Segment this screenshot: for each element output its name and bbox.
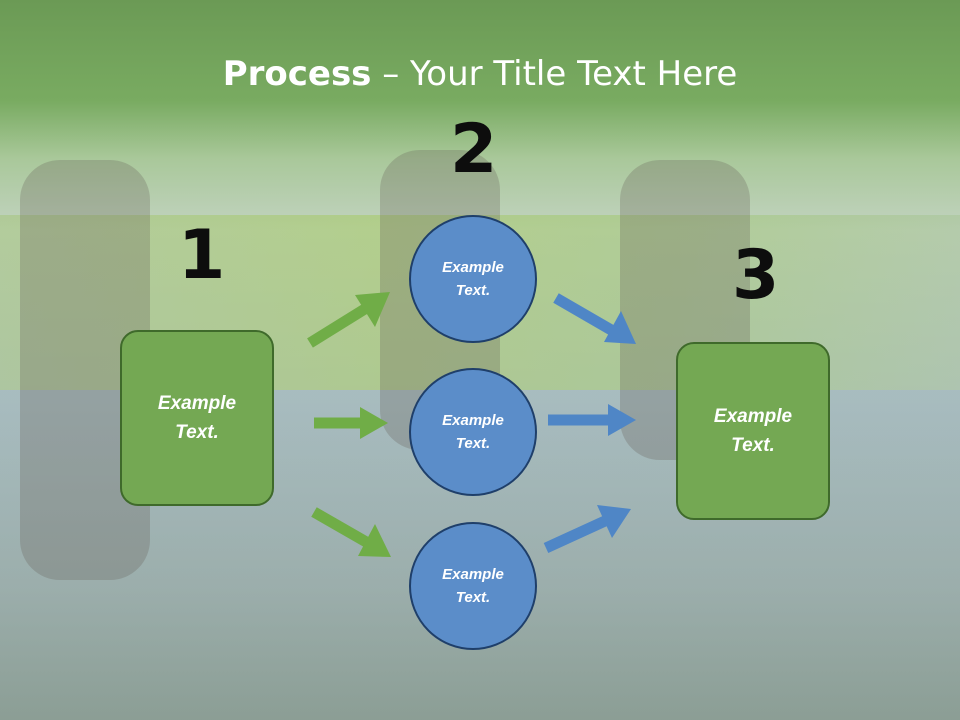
circle-top: Example Text.	[409, 215, 537, 343]
circle-bottom: Example Text.	[409, 522, 537, 650]
slide-title: Process – Your Title Text Here	[0, 54, 960, 94]
arrow-green-up	[307, 292, 390, 348]
step-box-right-label: Example Text.	[713, 406, 793, 456]
arrow-blue-up	[543, 505, 631, 554]
step-number-2: 2	[450, 110, 498, 189]
circle-bottom-label: Example Text.	[442, 566, 504, 606]
title-rest: – Your Title Text Here	[371, 54, 738, 94]
step-box-right: Example Text.	[676, 342, 830, 520]
circle-middle: Example Text.	[409, 368, 537, 496]
arrow-blue-middle	[548, 404, 636, 436]
arrow-blue-down	[553, 293, 636, 344]
title-bold: Process	[222, 54, 372, 94]
circle-top-label: Example Text.	[442, 259, 504, 299]
step-number-1: 1	[178, 216, 226, 295]
step-box-left-label: Example Text.	[157, 393, 237, 443]
arrow-green-down	[311, 507, 391, 557]
circle-middle-label: Example Text.	[442, 412, 504, 452]
step-box-left: Example Text.	[120, 330, 274, 506]
step-number-3: 3	[732, 236, 780, 315]
arrow-green-middle	[314, 407, 388, 439]
